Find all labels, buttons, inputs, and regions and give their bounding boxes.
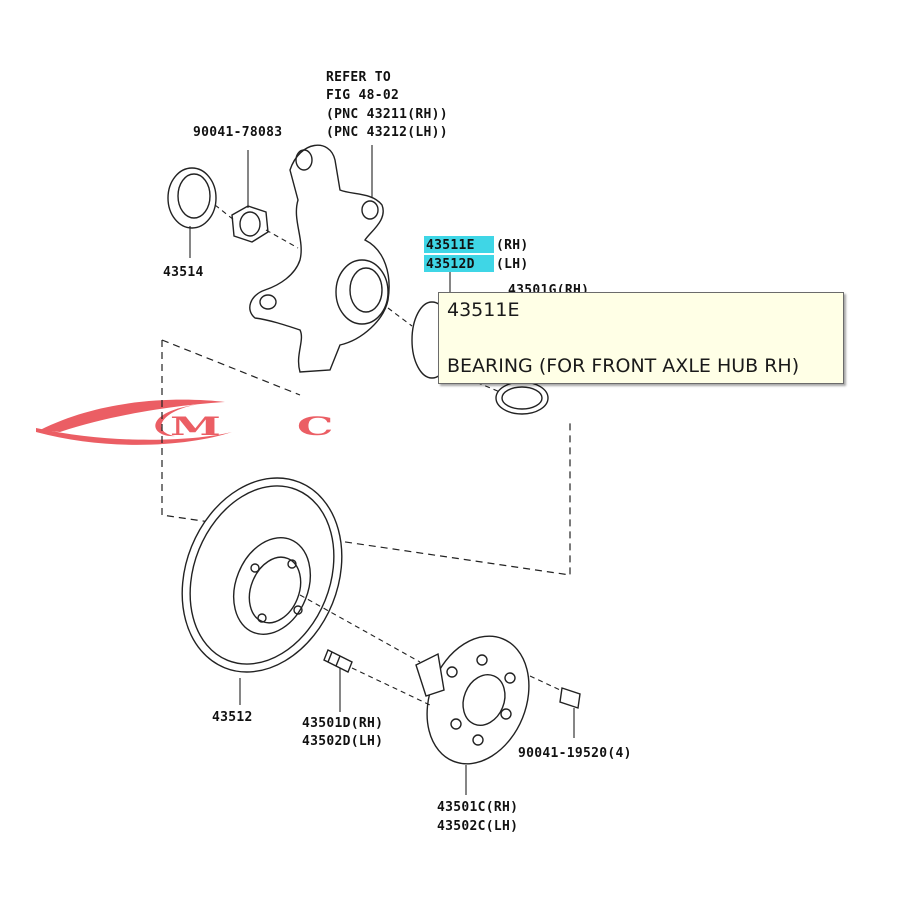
label-43512d-side: (LH) — [496, 257, 529, 272]
label-43501d[interactable]: 43501D(RH) — [302, 716, 383, 731]
label-43512[interactable]: 43512 — [212, 710, 253, 725]
snap-ring-part — [495, 381, 549, 415]
label-43511e-side: (RH) — [496, 238, 529, 253]
highlight-43511e — [424, 236, 494, 253]
highlight-43512d — [424, 255, 494, 272]
label-43502c[interactable]: 43502C(LH) — [437, 819, 518, 834]
oil-seal-43514-part — [167, 167, 217, 258]
label-refer-line4: (PNC 43212(LH)) — [326, 125, 448, 140]
tooltip-part-description: BEARING (FOR FRONT AXLE HUB RH) — [447, 355, 800, 377]
nut-90041-78083-part — [231, 150, 269, 243]
callout-labels: REFER TO FIG 48-02 (PNC 43211(RH)) (PNC … — [163, 70, 632, 834]
hub-bolt-43501d-part — [323, 649, 353, 712]
label-refer-line1: REFER TO — [326, 70, 391, 85]
watermark-text: M C — [170, 411, 364, 441]
part-tooltip: 43511E BEARING (FOR FRONT AXLE HUB RH) — [438, 292, 844, 384]
axle-hub-43501c-part — [415, 635, 530, 795]
dashed-alignment-lines — [214, 204, 561, 706]
watermark-logo: M C — [36, 399, 364, 445]
steering-knuckle-part — [249, 144, 390, 373]
label-refer-line3: (PNC 43211(RH)) — [326, 107, 448, 122]
tooltip-part-code: 43511E — [447, 299, 520, 321]
label-43512d-code[interactable]: 43512D — [426, 257, 475, 272]
label-refer-line2: FIG 48-02 — [326, 88, 399, 103]
label-90041-19520[interactable]: 90041-19520(4) — [518, 746, 632, 761]
label-90041-78083[interactable]: 90041-78083 — [193, 125, 282, 140]
assembly-dashed-frame — [161, 339, 571, 576]
label-43511e-code[interactable]: 43511E — [426, 238, 475, 253]
brake-disc-43512-part — [181, 477, 343, 705]
label-43514[interactable]: 43514 — [163, 265, 204, 280]
label-43501c[interactable]: 43501C(RH) — [437, 800, 518, 815]
label-43502d[interactable]: 43502D(LH) — [302, 734, 383, 749]
hub-bolt-90041-19520-part — [559, 687, 581, 738]
